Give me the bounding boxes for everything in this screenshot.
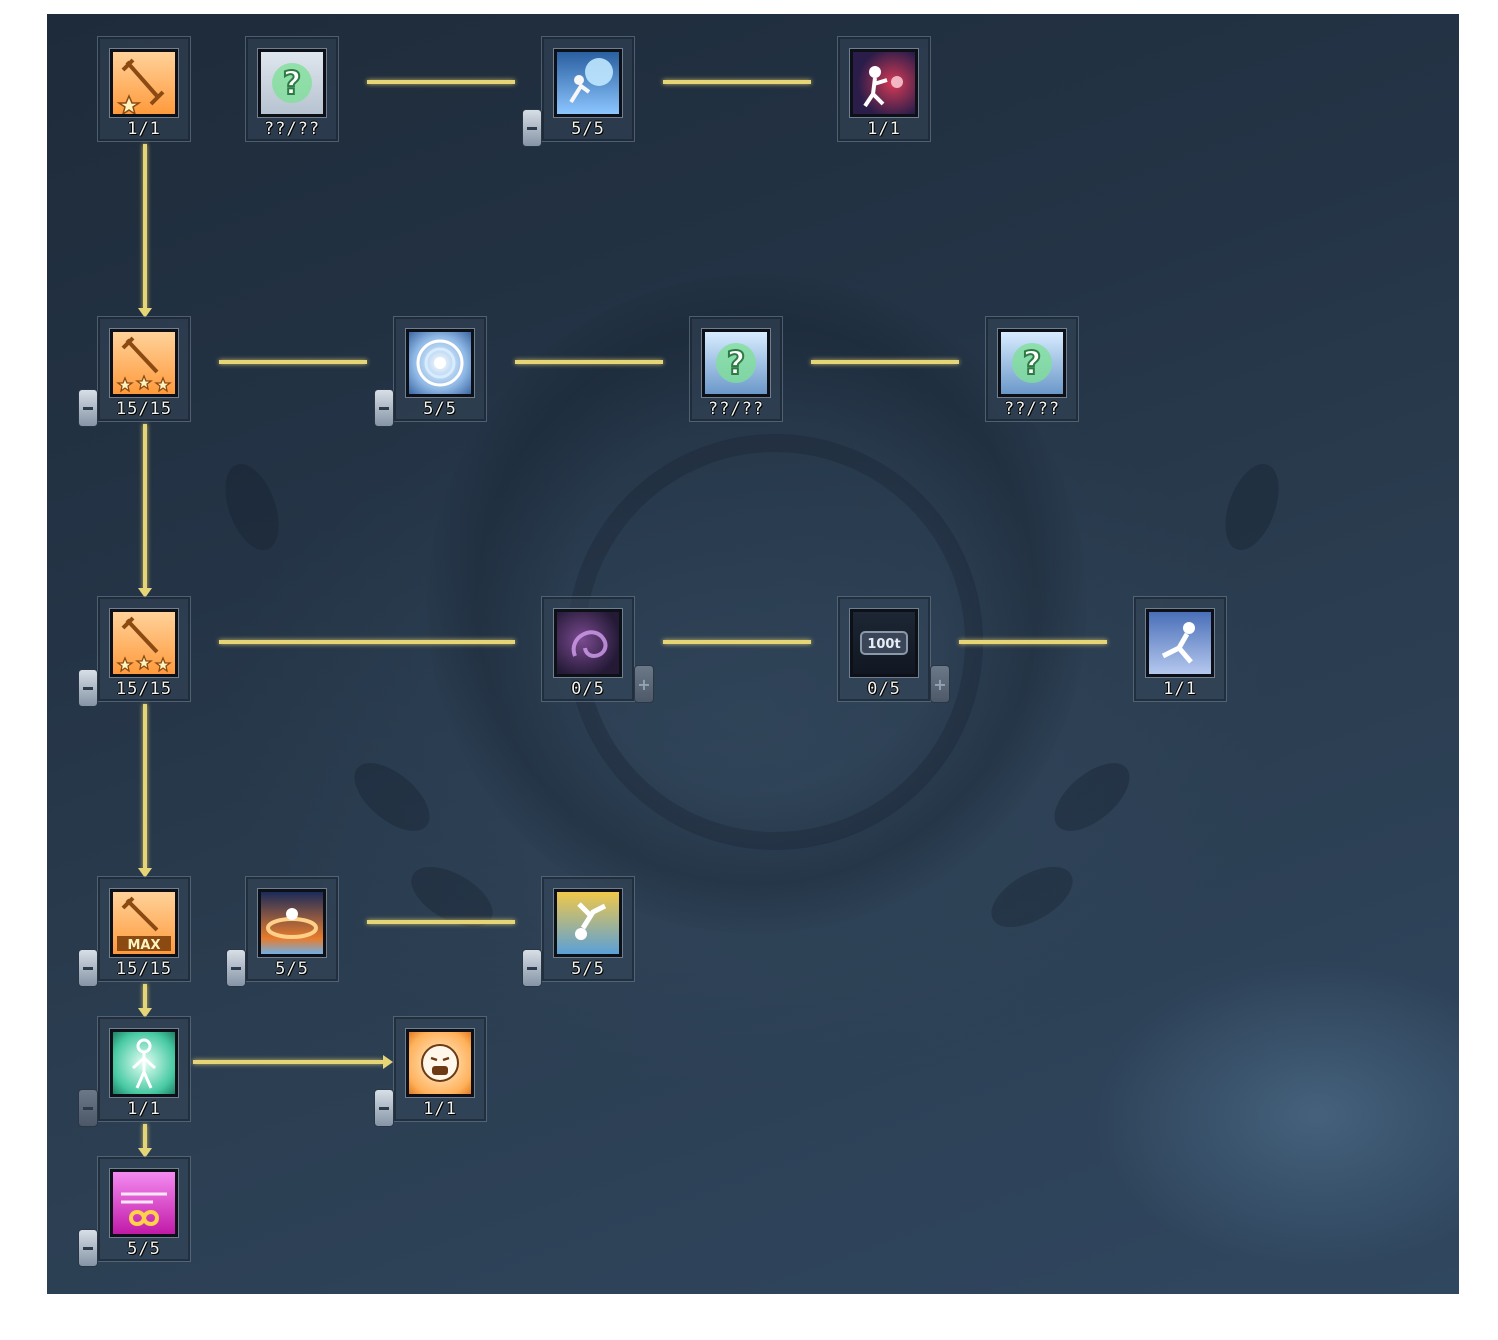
skill-node[interactable]: 1/1 bbox=[78, 1016, 191, 1127]
increase-level-button[interactable]: + bbox=[634, 665, 654, 703]
shouting-face-icon bbox=[405, 1028, 475, 1098]
background-laurel-leaf bbox=[981, 854, 1083, 940]
decrease-level-button[interactable] bbox=[78, 389, 98, 427]
decrease-level-button[interactable] bbox=[374, 389, 394, 427]
connector-arrow bbox=[138, 1008, 152, 1018]
connector-line bbox=[219, 360, 367, 364]
orange-star-axe-3-icon bbox=[109, 328, 179, 398]
orange-max-axe-icon: MAX bbox=[109, 888, 179, 958]
background-laurel-leaf bbox=[401, 854, 503, 940]
connector-line bbox=[515, 360, 663, 364]
connector-line bbox=[367, 80, 515, 84]
slide-kick-icon bbox=[553, 888, 623, 958]
decrease-level-button[interactable] bbox=[78, 669, 98, 707]
skill-level: ??/?? bbox=[263, 119, 321, 139]
svg-text:MAX: MAX bbox=[127, 938, 160, 953]
connector-line bbox=[811, 360, 959, 364]
skill-node[interactable]: 1/1 bbox=[837, 36, 931, 142]
skill-level: ??/?? bbox=[707, 399, 765, 419]
svg-text:100t: 100t bbox=[867, 637, 900, 652]
skill-level: 1/1 bbox=[423, 1099, 457, 1119]
increase-level-button[interactable]: + bbox=[930, 665, 950, 703]
connector-arrow bbox=[383, 1055, 393, 1069]
connector-line bbox=[143, 704, 147, 870]
skill-node[interactable]: 15/15 bbox=[78, 316, 191, 427]
decrease-level-button[interactable] bbox=[226, 949, 246, 987]
skill-level: 5/5 bbox=[571, 119, 605, 139]
connector-line bbox=[663, 80, 811, 84]
connector-line bbox=[143, 1124, 147, 1150]
background-laurel-leaf bbox=[342, 750, 442, 844]
decrease-level-button[interactable] bbox=[522, 949, 542, 987]
skill-level: 5/5 bbox=[423, 399, 457, 419]
skill-node[interactable]: 1/1 bbox=[97, 36, 191, 142]
blue-ring-icon bbox=[405, 328, 475, 398]
connector-line bbox=[143, 144, 147, 310]
connector-line bbox=[143, 984, 147, 1010]
unknown-question-icon: ? bbox=[701, 328, 771, 398]
background-laurel-leaf bbox=[1042, 750, 1142, 844]
skill-node[interactable]: 100t + 0/5 bbox=[837, 596, 950, 703]
skill-level: 5/5 bbox=[127, 1239, 161, 1259]
100t-weight-icon: 100t bbox=[849, 608, 919, 678]
connector-line bbox=[367, 920, 515, 924]
decrease-level-button[interactable] bbox=[78, 949, 98, 987]
skill-node[interactable]: 1/1 bbox=[1133, 596, 1227, 702]
skill-node[interactable]: 5/5 bbox=[522, 36, 635, 147]
unknown-question-icon: ? bbox=[997, 328, 1067, 398]
svg-text:?: ? bbox=[283, 64, 302, 102]
green-aura-figure-icon bbox=[109, 1028, 179, 1098]
skill-level: 1/1 bbox=[127, 1099, 161, 1119]
decrease-level-button[interactable] bbox=[78, 1229, 98, 1267]
skill-level: ??/?? bbox=[1003, 399, 1061, 419]
skill-node[interactable]: 5/5 bbox=[374, 316, 487, 427]
skill-level: 15/15 bbox=[115, 399, 173, 419]
orange-star-axe-3-icon bbox=[109, 608, 179, 678]
flying-kick-icon bbox=[1145, 608, 1215, 678]
skill-level: 0/5 bbox=[571, 679, 605, 699]
skill-level: 0/5 bbox=[867, 679, 901, 699]
skill-node[interactable]: + 0/5 bbox=[541, 596, 654, 703]
skill-node[interactable]: ? ??/?? bbox=[985, 316, 1079, 422]
background-laurel-leaf bbox=[1214, 456, 1290, 558]
orange-star-axe-1-icon bbox=[109, 48, 179, 118]
skill-node[interactable]: 5/5 bbox=[78, 1156, 191, 1267]
red-orb-strike-icon bbox=[849, 48, 919, 118]
pink-infinity-icon bbox=[109, 1168, 179, 1238]
skill-tree-panel: 1/1 ? ??/?? 5/5 1/1 15/15 5/5 bbox=[47, 14, 1459, 1294]
decrease-level-button[interactable] bbox=[78, 1089, 98, 1127]
skill-level: 15/15 bbox=[115, 679, 173, 699]
unknown-question-icon: ? bbox=[257, 48, 327, 118]
connector-line bbox=[143, 424, 147, 590]
skill-node[interactable]: 5/5 bbox=[226, 876, 339, 987]
spin-orbit-icon bbox=[257, 888, 327, 958]
skill-node[interactable]: 1/1 bbox=[374, 1016, 487, 1127]
svg-text:?: ? bbox=[727, 344, 746, 382]
skill-node[interactable]: 5/5 bbox=[522, 876, 635, 987]
skill-node[interactable]: MAX 15/15 bbox=[78, 876, 191, 987]
connector-arrow bbox=[138, 868, 152, 878]
background-laurel-leaf bbox=[214, 456, 290, 558]
skill-level: 5/5 bbox=[275, 959, 309, 979]
skill-level: 15/15 bbox=[115, 959, 173, 979]
decrease-level-button[interactable] bbox=[522, 109, 542, 147]
skill-level: 1/1 bbox=[127, 119, 161, 139]
connector-arrow bbox=[138, 1148, 152, 1158]
skill-level: 1/1 bbox=[867, 119, 901, 139]
connector-line bbox=[663, 640, 811, 644]
connector-arrow bbox=[138, 588, 152, 598]
skill-level: 1/1 bbox=[1163, 679, 1197, 699]
energy-blast-icon bbox=[553, 48, 623, 118]
connector-line bbox=[193, 1060, 383, 1064]
connector-line bbox=[219, 640, 515, 644]
skill-node[interactable]: 15/15 bbox=[78, 596, 191, 707]
skill-node[interactable]: ? ??/?? bbox=[689, 316, 783, 422]
connector-arrow bbox=[138, 308, 152, 318]
skill-node[interactable]: ? ??/?? bbox=[245, 36, 339, 142]
connector-line bbox=[959, 640, 1107, 644]
svg-text:?: ? bbox=[1023, 344, 1042, 382]
skill-level: 5/5 bbox=[571, 959, 605, 979]
purple-vortex-icon bbox=[553, 608, 623, 678]
decrease-level-button[interactable] bbox=[374, 1089, 394, 1127]
